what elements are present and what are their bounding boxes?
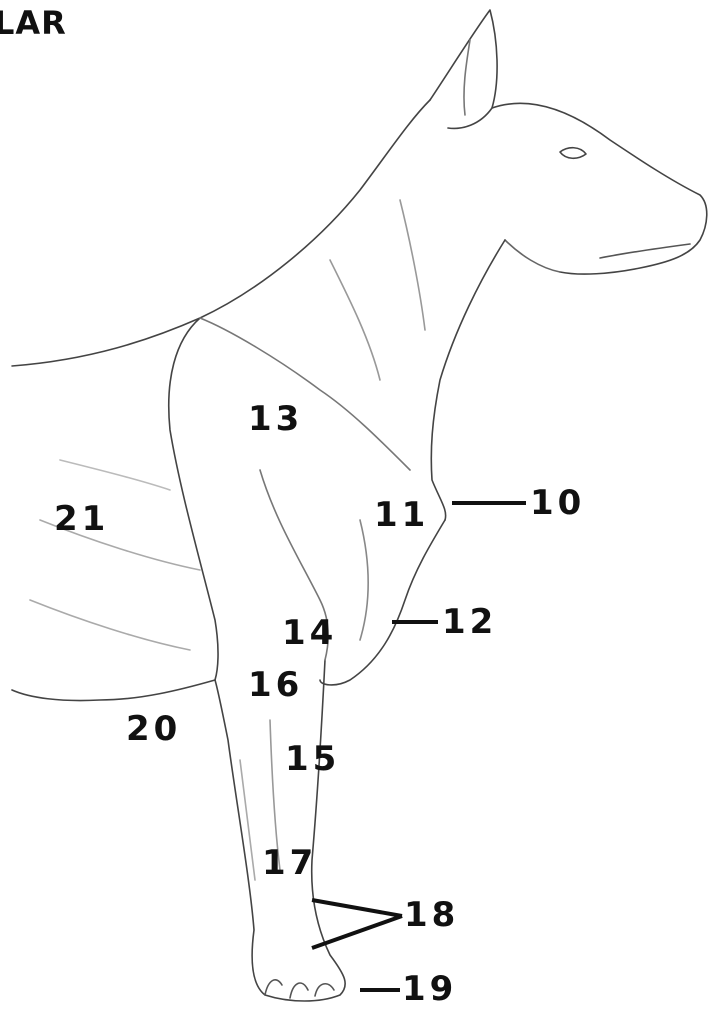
label-18: 18 — [404, 898, 459, 932]
dog-foreleg — [215, 660, 345, 1001]
leader-line-18b — [312, 916, 402, 948]
label-14: 14 — [282, 616, 337, 650]
dog-paw — [265, 980, 334, 998]
dog-back-outline — [12, 100, 430, 366]
label-10: 10 — [530, 486, 585, 520]
label-15: 15 — [285, 742, 340, 776]
label-16: 16 — [248, 668, 303, 702]
label-11: 11 — [374, 498, 429, 532]
dog-belly-outline — [12, 680, 215, 701]
dog-ear — [430, 10, 497, 128]
label-17: 17 — [262, 846, 317, 880]
label-13: 13 — [248, 402, 303, 436]
dog-head-outline — [492, 103, 707, 274]
label-20: 20 — [126, 712, 181, 746]
dog-shoulder — [169, 318, 218, 680]
leader-line-18a — [312, 900, 402, 916]
dog-throat-outline — [431, 240, 505, 520]
dog-eye — [560, 148, 586, 159]
dog-chest-outline — [320, 520, 445, 685]
label-19: 19 — [402, 972, 457, 1006]
page-title: LAR — [0, 4, 67, 42]
label-12: 12 — [442, 605, 497, 639]
label-21: 21 — [54, 502, 109, 536]
